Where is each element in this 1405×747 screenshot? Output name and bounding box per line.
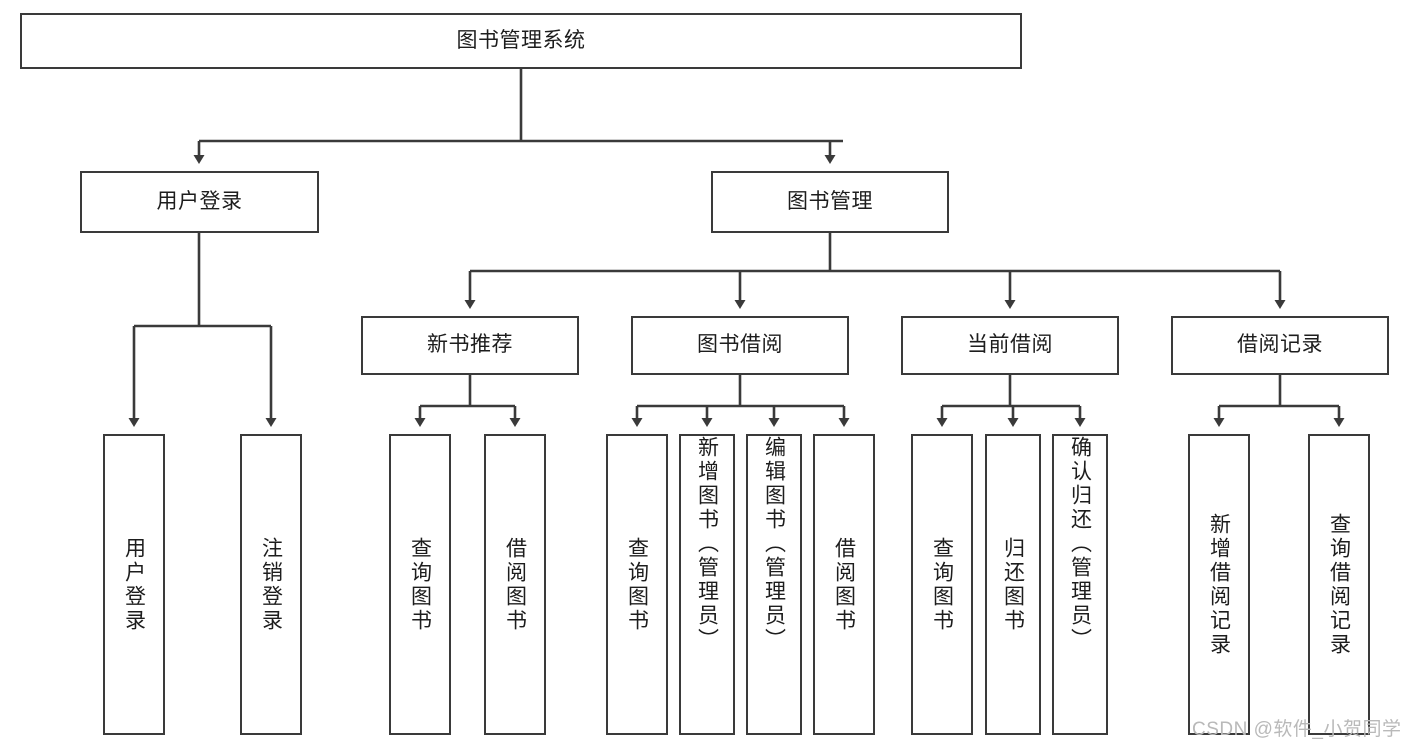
- leaf-user-logout-label: 注销登录: [259, 536, 283, 633]
- leaf-newbook-query-book-label: 查询图书: [408, 536, 432, 633]
- node-borrow-record-label: 借阅记录: [1237, 333, 1323, 357]
- leaf-borrow-add-book-label: 新增图书（管理员）: [695, 436, 719, 652]
- node-current-borrow[interactable]: 当前借阅: [901, 316, 1119, 375]
- node-new-book-recommend[interactable]: 新书推荐: [361, 316, 579, 375]
- leaf-user-login[interactable]: 用户登录: [103, 434, 165, 735]
- node-book-management-label: 图书管理: [787, 189, 873, 213]
- leaf-newbook-borrow-book[interactable]: 借阅图书: [484, 434, 546, 735]
- node-book-management[interactable]: 图书管理: [711, 171, 949, 233]
- node-book-borrow[interactable]: 图书借阅: [631, 316, 849, 375]
- node-current-borrow-label: 当前借阅: [967, 333, 1053, 357]
- leaf-current-return-book[interactable]: 归还图书: [985, 434, 1041, 735]
- node-book-borrow-label: 图书借阅: [697, 333, 783, 357]
- leaf-newbook-borrow-book-label: 借阅图书: [503, 536, 527, 633]
- node-user-login[interactable]: 用户登录: [80, 171, 319, 233]
- node-root-label: 图书管理系统: [456, 28, 586, 52]
- leaf-newbook-query-book[interactable]: 查询图书: [389, 434, 451, 735]
- leaf-record-add-record-label: 新增借阅记录: [1207, 512, 1231, 657]
- leaf-current-query-book[interactable]: 查询图书: [911, 434, 973, 735]
- leaf-current-confirm-return-label: 确认归还（管理员）: [1068, 436, 1092, 652]
- leaf-borrow-query-book-label: 查询图书: [625, 536, 649, 633]
- leaf-borrow-query-book[interactable]: 查询图书: [606, 434, 668, 735]
- leaf-record-query-record[interactable]: 查询借阅记录: [1308, 434, 1370, 735]
- leaf-borrow-edit-book[interactable]: 编辑图书（管理员）: [746, 434, 802, 735]
- leaf-user-login-label: 用户登录: [122, 536, 146, 633]
- csdn-watermark: CSDN @软件_小贺同学: [1192, 719, 1402, 740]
- node-root[interactable]: 图书管理系统: [20, 13, 1022, 69]
- leaf-borrow-borrow-book-label: 借阅图书: [832, 536, 856, 633]
- node-new-book-recommend-label: 新书推荐: [427, 333, 513, 357]
- leaf-borrow-edit-book-label: 编辑图书（管理员）: [762, 436, 786, 652]
- leaf-record-query-record-label: 查询借阅记录: [1327, 512, 1351, 657]
- leaf-current-query-book-label: 查询图书: [930, 536, 954, 633]
- leaf-user-logout[interactable]: 注销登录: [240, 434, 302, 735]
- leaf-current-return-book-label: 归还图书: [1001, 536, 1025, 633]
- node-user-login-label: 用户登录: [156, 189, 243, 213]
- leaf-record-add-record[interactable]: 新增借阅记录: [1188, 434, 1250, 735]
- leaf-borrow-borrow-book[interactable]: 借阅图书: [813, 434, 875, 735]
- leaf-current-confirm-return[interactable]: 确认归还（管理员）: [1052, 434, 1108, 735]
- node-borrow-record[interactable]: 借阅记录: [1171, 316, 1389, 375]
- leaf-borrow-add-book[interactable]: 新增图书（管理员）: [679, 434, 735, 735]
